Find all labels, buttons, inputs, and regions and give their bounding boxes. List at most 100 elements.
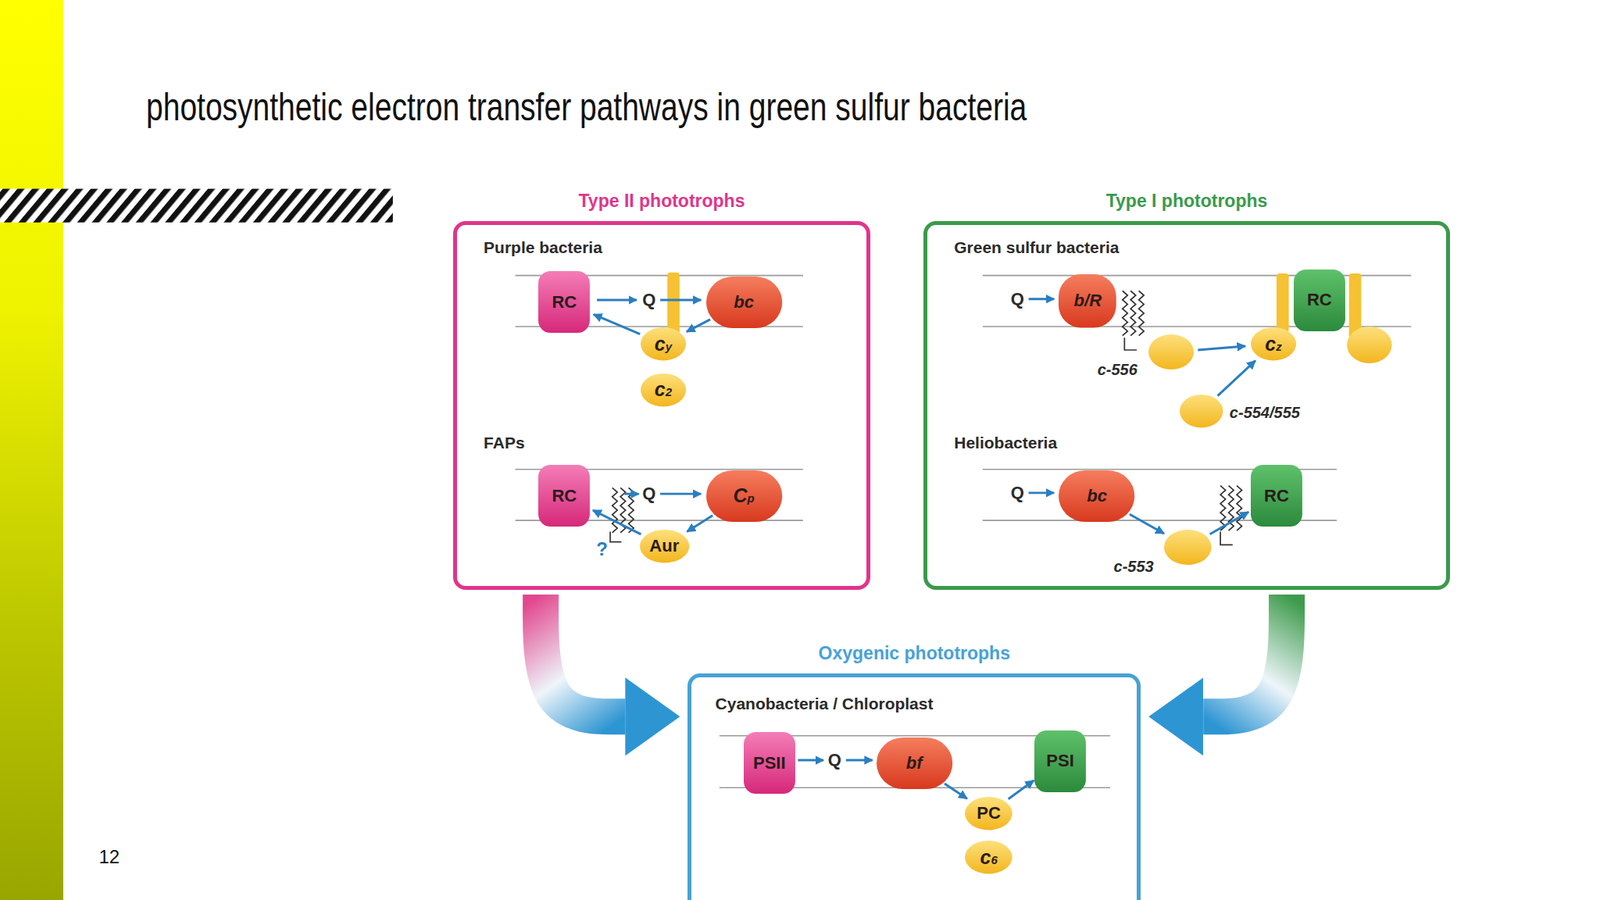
text-holder: bc: [1057, 469, 1136, 523]
electron-flow-arrow: [1217, 360, 1256, 397]
blob-shape: [640, 373, 686, 407]
blob-shape: [1250, 327, 1297, 361]
node-label: RC: [1264, 487, 1290, 505]
diagram-label: Heliobacteria: [953, 432, 1058, 453]
complex-box: RC: [537, 464, 591, 528]
electron-flow-arrow: [686, 515, 713, 533]
electron-flow-arrow: [1008, 780, 1035, 800]
text-holder: PSI: [1033, 729, 1087, 793]
layout-rect: [667, 272, 680, 334]
node-label: PSII: [753, 754, 786, 772]
slide-title: photosynthetic electron transfer pathway…: [146, 83, 1027, 131]
blob-shape: [1164, 529, 1212, 565]
layout-ellipse: [1346, 326, 1392, 364]
lineage-arrow: [540, 594, 625, 717]
diagram-label: Q: [828, 750, 842, 771]
blob-shape: [964, 796, 1013, 830]
complex-box: PSI: [1033, 729, 1087, 793]
lineage-arrow: [1203, 594, 1287, 717]
layout-path: [610, 531, 622, 542]
complex-box: RC: [537, 270, 591, 334]
electron-flow-arrow: [944, 783, 968, 799]
node-shape: [1163, 528, 1213, 566]
panel-heading: Type II phototrophs: [578, 190, 746, 213]
layout-path: [612, 487, 618, 533]
blob-shape: [639, 529, 690, 563]
cytochrome-blob: c-554/555: [1178, 393, 1224, 429]
layout-path: [1028, 491, 1055, 494]
side-bar: [0, 0, 64, 900]
electron-flow-arrow: [593, 314, 640, 334]
diagram-label: Q: [1010, 288, 1025, 309]
complex-box: Cp: [705, 469, 783, 523]
cytochrome-blob: Aur: [639, 528, 690, 564]
node-label: b/R: [1074, 292, 1102, 310]
complex-shape: [538, 464, 590, 527]
cytochrome-label: c-554/555: [1229, 403, 1300, 422]
blob-shape: [1148, 334, 1194, 370]
cytochrome-blob: cy: [639, 326, 687, 361]
node-label: bc: [733, 293, 754, 311]
layout-path: [846, 759, 873, 762]
node-label: cy: [654, 334, 672, 354]
cytochrome-blob: PC: [964, 796, 1014, 831]
layout-path: [660, 492, 701, 496]
cytochrome-blob: c2: [639, 372, 687, 408]
electron-flow-arrow: [1210, 511, 1249, 534]
cytochrome-blob: cz: [1250, 326, 1297, 361]
layout-path: [1028, 297, 1055, 300]
complex-shape: [1058, 274, 1117, 329]
node-label: cz: [1264, 334, 1282, 354]
hatched-strip: [0, 189, 393, 223]
text-holder: cy: [639, 326, 687, 361]
layout-path: [1220, 531, 1233, 545]
node-label: RC: [551, 487, 577, 505]
text-holder: PSII: [742, 731, 797, 795]
text-holder: bc: [705, 275, 783, 329]
node-label: bf: [906, 754, 923, 772]
node-label: PC: [976, 804, 1001, 822]
node-label: c2: [654, 379, 672, 400]
layout-path: [1124, 337, 1137, 350]
membrane-anchors: [667, 272, 1392, 364]
text-holder: Cp: [705, 469, 783, 523]
text-holder: c6: [964, 839, 1014, 875]
diagram-label: Cyanobacteria / Chloroplast: [715, 694, 934, 715]
text-holder: Aur: [639, 528, 690, 564]
quinone-arrows: [596, 299, 1054, 761]
layout-path: [1228, 485, 1235, 531]
layout-path: [1220, 485, 1226, 531]
complex-shape: [1058, 470, 1135, 522]
layout-rect: [1276, 273, 1290, 333]
layout-path: [596, 299, 637, 302]
complex-shape: [706, 276, 783, 329]
diagram-label: Q: [642, 483, 656, 504]
blob-shape: [640, 327, 686, 361]
complex-box: bf: [875, 736, 954, 790]
node-label: c6: [979, 847, 997, 868]
blob-shape: [1179, 394, 1223, 428]
text-holder: bf: [875, 736, 954, 790]
complex-shape: [876, 737, 953, 790]
cytochrome-blob: c-553: [1163, 528, 1213, 566]
layout-line: [982, 275, 1412, 277]
node-label: PSI: [1046, 752, 1074, 770]
text-holder: cz: [1250, 326, 1297, 361]
complex-shape: [1293, 269, 1346, 332]
node-label: RC: [551, 293, 577, 311]
node-label: Aur: [649, 537, 679, 555]
cytochrome-blob: c-556: [1147, 333, 1195, 371]
electron-flow-arrow: [1129, 514, 1165, 534]
layout-path: [624, 492, 639, 496]
cytochrome-label: c-553: [1114, 557, 1154, 576]
electron-flow-arrow: [592, 510, 641, 535]
diagram-label: ?: [596, 537, 608, 561]
complex-box: b/R: [1057, 273, 1118, 329]
text-holder: RC: [537, 270, 591, 334]
cytochrome-label: c-556: [1097, 360, 1138, 379]
page-number: 12: [98, 846, 120, 869]
text-holder: RC: [537, 464, 591, 528]
